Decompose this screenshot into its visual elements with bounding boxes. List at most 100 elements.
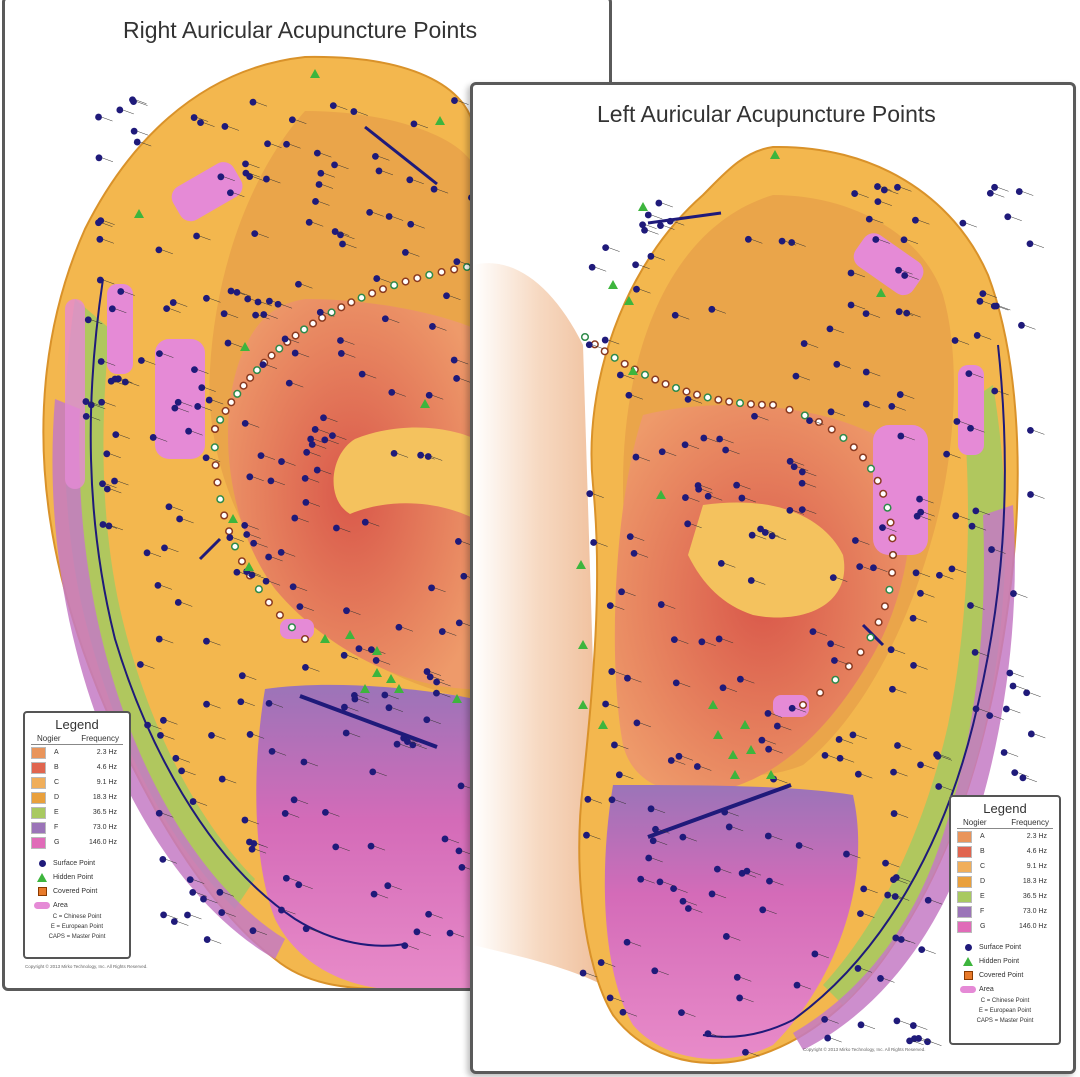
surface-point: [633, 285, 640, 293]
surface-point: [684, 905, 692, 912]
point-leader-line: [592, 344, 604, 349]
point-leader-line: [861, 773, 873, 779]
point-leader-line: [390, 885, 402, 890]
point-leader-line: [457, 359, 469, 365]
surface-point: [736, 675, 744, 683]
legend-key-row: Area: [31, 898, 123, 912]
surface-point: [361, 518, 369, 526]
surface-point: [742, 1048, 749, 1056]
nogier-letter: C: [54, 779, 60, 786]
surface-point: [288, 116, 296, 124]
surface-point: [809, 628, 817, 635]
ring-point: [401, 277, 410, 286]
point-leader-line: [165, 859, 177, 864]
surface-point: [733, 481, 741, 489]
hidden-point: [728, 750, 738, 759]
surface-point: [967, 602, 974, 609]
surface-point: [423, 716, 431, 724]
point-leader-line: [897, 813, 909, 818]
surface-point: [862, 310, 870, 317]
hidden-point: [134, 209, 144, 218]
point-leader-line: [880, 201, 892, 206]
point-leader-line: [743, 678, 755, 684]
point-leader-line: [284, 552, 296, 557]
surface-point: [441, 835, 449, 843]
point-leader-line: [197, 117, 209, 122]
point-type-label: Area: [979, 985, 994, 993]
color-swatch: [957, 830, 972, 843]
point-leader-line: [805, 471, 817, 477]
surface-point: [894, 183, 901, 191]
point-leader-line: [903, 435, 915, 441]
surface-point: [684, 520, 692, 528]
point-leader-line: [780, 725, 792, 731]
point-leader-line: [391, 707, 404, 712]
point-leader-line: [1034, 733, 1046, 739]
surface-point: [601, 336, 609, 344]
point-leader-line: [408, 252, 420, 257]
point-type-label: Hidden Point: [979, 957, 1020, 965]
point-leader-line: [639, 722, 652, 728]
point-leader-line: [971, 373, 983, 378]
point-leader-line: [200, 406, 212, 411]
surface-point: [849, 731, 857, 739]
point-leader-line: [222, 892, 234, 897]
frequency-value: 4.6 Hz: [1026, 848, 1047, 855]
point-leader-line: [266, 314, 278, 319]
point-leader-line: [725, 687, 738, 692]
point-leader-line: [209, 703, 221, 709]
point-leader-line: [677, 639, 689, 644]
ring-point: [308, 319, 318, 328]
surface-point: [1000, 749, 1008, 756]
point-leader-line: [347, 655, 359, 660]
left-outer-band: [823, 385, 1006, 1005]
surface-point: [446, 929, 454, 937]
right-bar-line: [299, 694, 438, 749]
surface-point: [266, 297, 273, 305]
surface-point: [161, 544, 168, 552]
ring-point: [746, 400, 755, 409]
point-leader-line: [150, 724, 162, 730]
point-leader-line: [993, 192, 1005, 198]
point-leader-line: [931, 899, 943, 905]
point-leader-line: [336, 105, 348, 110]
surface-point: [847, 301, 855, 309]
point-leader-line: [312, 222, 324, 227]
surface-point: [1023, 689, 1031, 697]
surface-point: [733, 973, 741, 981]
point-leader-line: [256, 543, 268, 548]
ring-point: [703, 393, 712, 402]
surface-point: [965, 370, 973, 378]
point-leader-line: [631, 395, 643, 400]
point-leader-line: [630, 677, 642, 683]
left-face-shading: [473, 263, 603, 985]
surface-point: [443, 292, 450, 300]
point-leader-line: [869, 371, 881, 377]
point-leader-line: [939, 754, 951, 759]
hidden-point: [372, 668, 382, 677]
point-leader-line: [323, 312, 335, 317]
nogier-letter: G: [54, 839, 60, 846]
frequency-value: 9.1 Hz: [1026, 863, 1047, 870]
point-leader-line: [91, 319, 103, 325]
legend-col-nogier: Nogier: [37, 734, 61, 743]
color-swatch: [31, 746, 46, 759]
surface-point: [112, 431, 120, 439]
surface-point: [289, 583, 297, 591]
point-leader-line: [830, 1037, 842, 1043]
surface-point: [250, 539, 258, 547]
left-area-2: [873, 425, 928, 555]
point-leader-line: [754, 580, 766, 585]
color-swatch: [957, 875, 972, 888]
point-leader-line: [978, 510, 990, 516]
point-leader-line: [247, 525, 259, 530]
point-leader-line: [900, 187, 912, 192]
point-leader-line: [210, 939, 222, 944]
point-leader-line: [297, 799, 309, 805]
point-leader-line: [255, 930, 268, 935]
surface-point: [157, 731, 164, 739]
legend-key-row: Surface Point: [957, 940, 1053, 954]
